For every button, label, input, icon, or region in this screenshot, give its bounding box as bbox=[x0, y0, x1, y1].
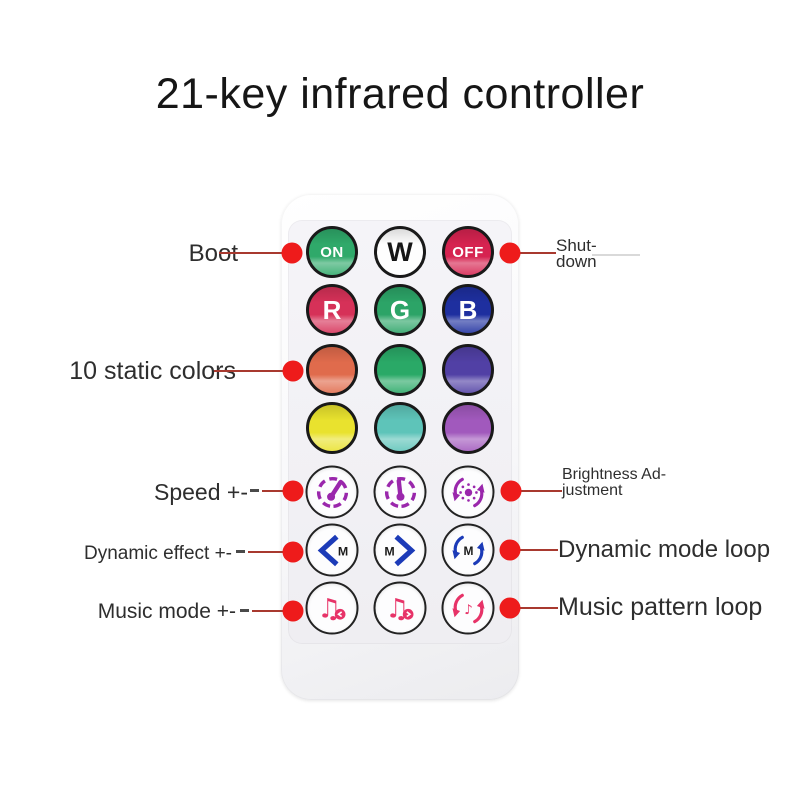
label-boot: Boot bbox=[188, 240, 238, 267]
svg-text:♫: ♫ bbox=[317, 593, 341, 624]
key-static-orange bbox=[306, 344, 358, 396]
svg-text:M: M bbox=[337, 544, 347, 558]
key-static-green bbox=[374, 344, 426, 396]
key-static-yellow bbox=[306, 402, 358, 454]
key-green: G bbox=[374, 284, 426, 336]
music-note-next-icon: ♫ bbox=[385, 593, 413, 624]
chevron-left-m-icon: M bbox=[317, 534, 348, 566]
leader-line-dynamic-loop bbox=[510, 549, 558, 551]
leader-line-music-loop bbox=[510, 607, 558, 609]
key-off-label: OFF bbox=[452, 243, 484, 261]
pointer-dot-speed bbox=[282, 480, 304, 502]
leader-line-music-mode bbox=[252, 610, 293, 612]
key-music-loop: ♪ bbox=[441, 581, 495, 635]
pointer-dot-boot bbox=[281, 242, 303, 264]
speedometer-minus-icon bbox=[384, 476, 416, 508]
leader-line-dynamic-effect bbox=[248, 551, 293, 553]
pointer-dot-music-mode bbox=[282, 600, 304, 622]
svg-text:♫: ♫ bbox=[385, 593, 409, 624]
key-brightness bbox=[441, 465, 495, 519]
pointer-dot-music-loop bbox=[499, 597, 521, 619]
key-static-teal bbox=[374, 402, 426, 454]
leader-line-speed bbox=[262, 490, 293, 492]
leader-line-brightness bbox=[511, 490, 562, 492]
label-static-colors: 10 static colors bbox=[69, 357, 236, 385]
label-dynamic-mode-loop: Dynamic mode loop bbox=[558, 536, 771, 563]
key-blue-label: B bbox=[458, 294, 478, 325]
leader-line-boot bbox=[219, 252, 292, 254]
key-mode-loop: M bbox=[441, 523, 495, 577]
key-static-purple bbox=[442, 402, 494, 454]
key-red: R bbox=[306, 284, 358, 336]
svg-text:M: M bbox=[463, 543, 473, 557]
leader-faint-shutdown bbox=[592, 254, 640, 256]
label-shutdown-line1: Shut- bbox=[556, 236, 597, 255]
key-music-prev: ♫ bbox=[305, 581, 359, 635]
pointer-dot-shutdown bbox=[499, 242, 521, 264]
svg-text:♪: ♪ bbox=[464, 602, 473, 617]
key-on: ON bbox=[306, 226, 358, 278]
m-cycle-icon: M bbox=[451, 535, 485, 565]
key-speed-plus bbox=[305, 465, 359, 519]
leader-dash-music-mode bbox=[240, 609, 249, 612]
leader-dash-speed bbox=[250, 489, 259, 492]
leader-line-shutdown bbox=[510, 252, 556, 254]
m-chevron-right-icon: M bbox=[384, 534, 415, 566]
label-music-pattern-loop: Music pattern loop bbox=[558, 593, 763, 621]
remote-controller: ON W OFF R G B bbox=[281, 194, 519, 700]
pointer-dot-dynamic-loop bbox=[499, 539, 521, 561]
pointer-dot-dynamic-effect bbox=[282, 541, 304, 563]
key-music-next: ♫ bbox=[373, 581, 427, 635]
label-brightness: Brightness Ad- justment bbox=[562, 467, 666, 498]
label-shutdown: Shut- down bbox=[556, 236, 597, 271]
key-blue: B bbox=[442, 284, 494, 336]
speedometer-plus-icon bbox=[316, 476, 348, 508]
leader-dash-dynamic-effect bbox=[236, 550, 245, 553]
key-speed-minus bbox=[373, 465, 427, 519]
key-white-label: W bbox=[387, 236, 413, 267]
key-green-label: G bbox=[389, 294, 411, 325]
music-cycle-icon: ♪ bbox=[451, 593, 485, 623]
key-mode-next: M bbox=[373, 523, 427, 577]
key-off: OFF bbox=[442, 226, 494, 278]
leader-line-static-colors bbox=[214, 370, 293, 372]
key-white: W bbox=[374, 226, 426, 278]
brightness-cycle-icon bbox=[451, 477, 485, 507]
key-on-label: ON bbox=[320, 243, 344, 261]
label-brightness-line2: justment bbox=[562, 481, 623, 499]
pointer-dot-static-colors bbox=[282, 360, 304, 382]
pointer-dot-brightness bbox=[500, 480, 522, 502]
key-static-indigo bbox=[442, 344, 494, 396]
page-title: 21-key infrared controller bbox=[155, 70, 645, 118]
label-brightness-line1: Brightness Ad- bbox=[562, 466, 667, 483]
label-dynamic-effect: Dynamic effect +- bbox=[83, 543, 232, 564]
music-note-prev-icon: ♫ bbox=[317, 593, 345, 624]
label-speed: Speed +- bbox=[154, 479, 248, 505]
key-red-label: R bbox=[322, 294, 342, 325]
svg-text:M: M bbox=[384, 544, 394, 558]
label-shutdown-line2: down bbox=[556, 252, 597, 271]
label-music-mode: Music mode +- bbox=[97, 600, 236, 623]
key-mode-prev: M bbox=[305, 523, 359, 577]
